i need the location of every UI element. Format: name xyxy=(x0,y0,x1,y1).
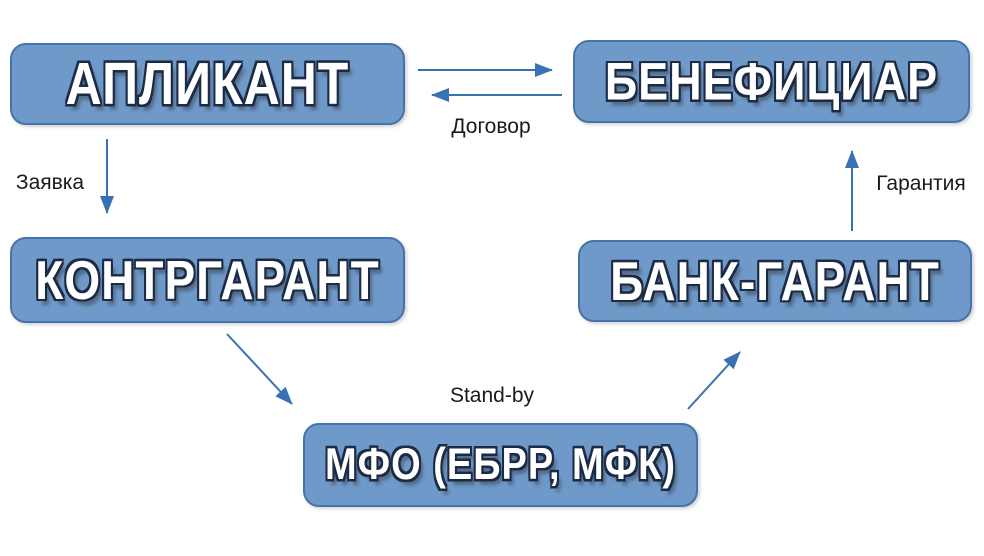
node-bank-guarantor: БАНК-ГАРАНТ xyxy=(578,240,972,322)
node-bank-guarantor-label: БАНК-ГАРАНТ xyxy=(610,250,940,312)
arrow-counter-guarantor-to-mfo xyxy=(226,333,293,405)
edge-label-application: Заявка xyxy=(15,171,85,194)
arrow-mfo-to-bank-guarantor xyxy=(687,351,741,410)
node-applicant-label: АПЛИКАНТ xyxy=(65,50,350,118)
edge-label-contract: Договор xyxy=(451,115,531,138)
node-counter-guarantor-label: КОНТРГАРАНТ xyxy=(35,249,380,311)
edge-label-standby: Stand-by xyxy=(449,384,535,407)
node-mfo-label: МФО (ЕБРР, МФК) xyxy=(324,439,676,490)
node-counter-guarantor: КОНТРГАРАНТ xyxy=(10,237,405,323)
edge-label-guarantee: Гарантия xyxy=(876,172,966,195)
node-beneficiary: БЕНЕФИЦИАР xyxy=(573,40,970,123)
node-mfo: МФО (ЕБРР, МФК) xyxy=(303,423,698,507)
node-beneficiary-label: БЕНЕФИЦИАР xyxy=(604,50,939,111)
node-applicant: АПЛИКАНТ xyxy=(10,43,405,125)
